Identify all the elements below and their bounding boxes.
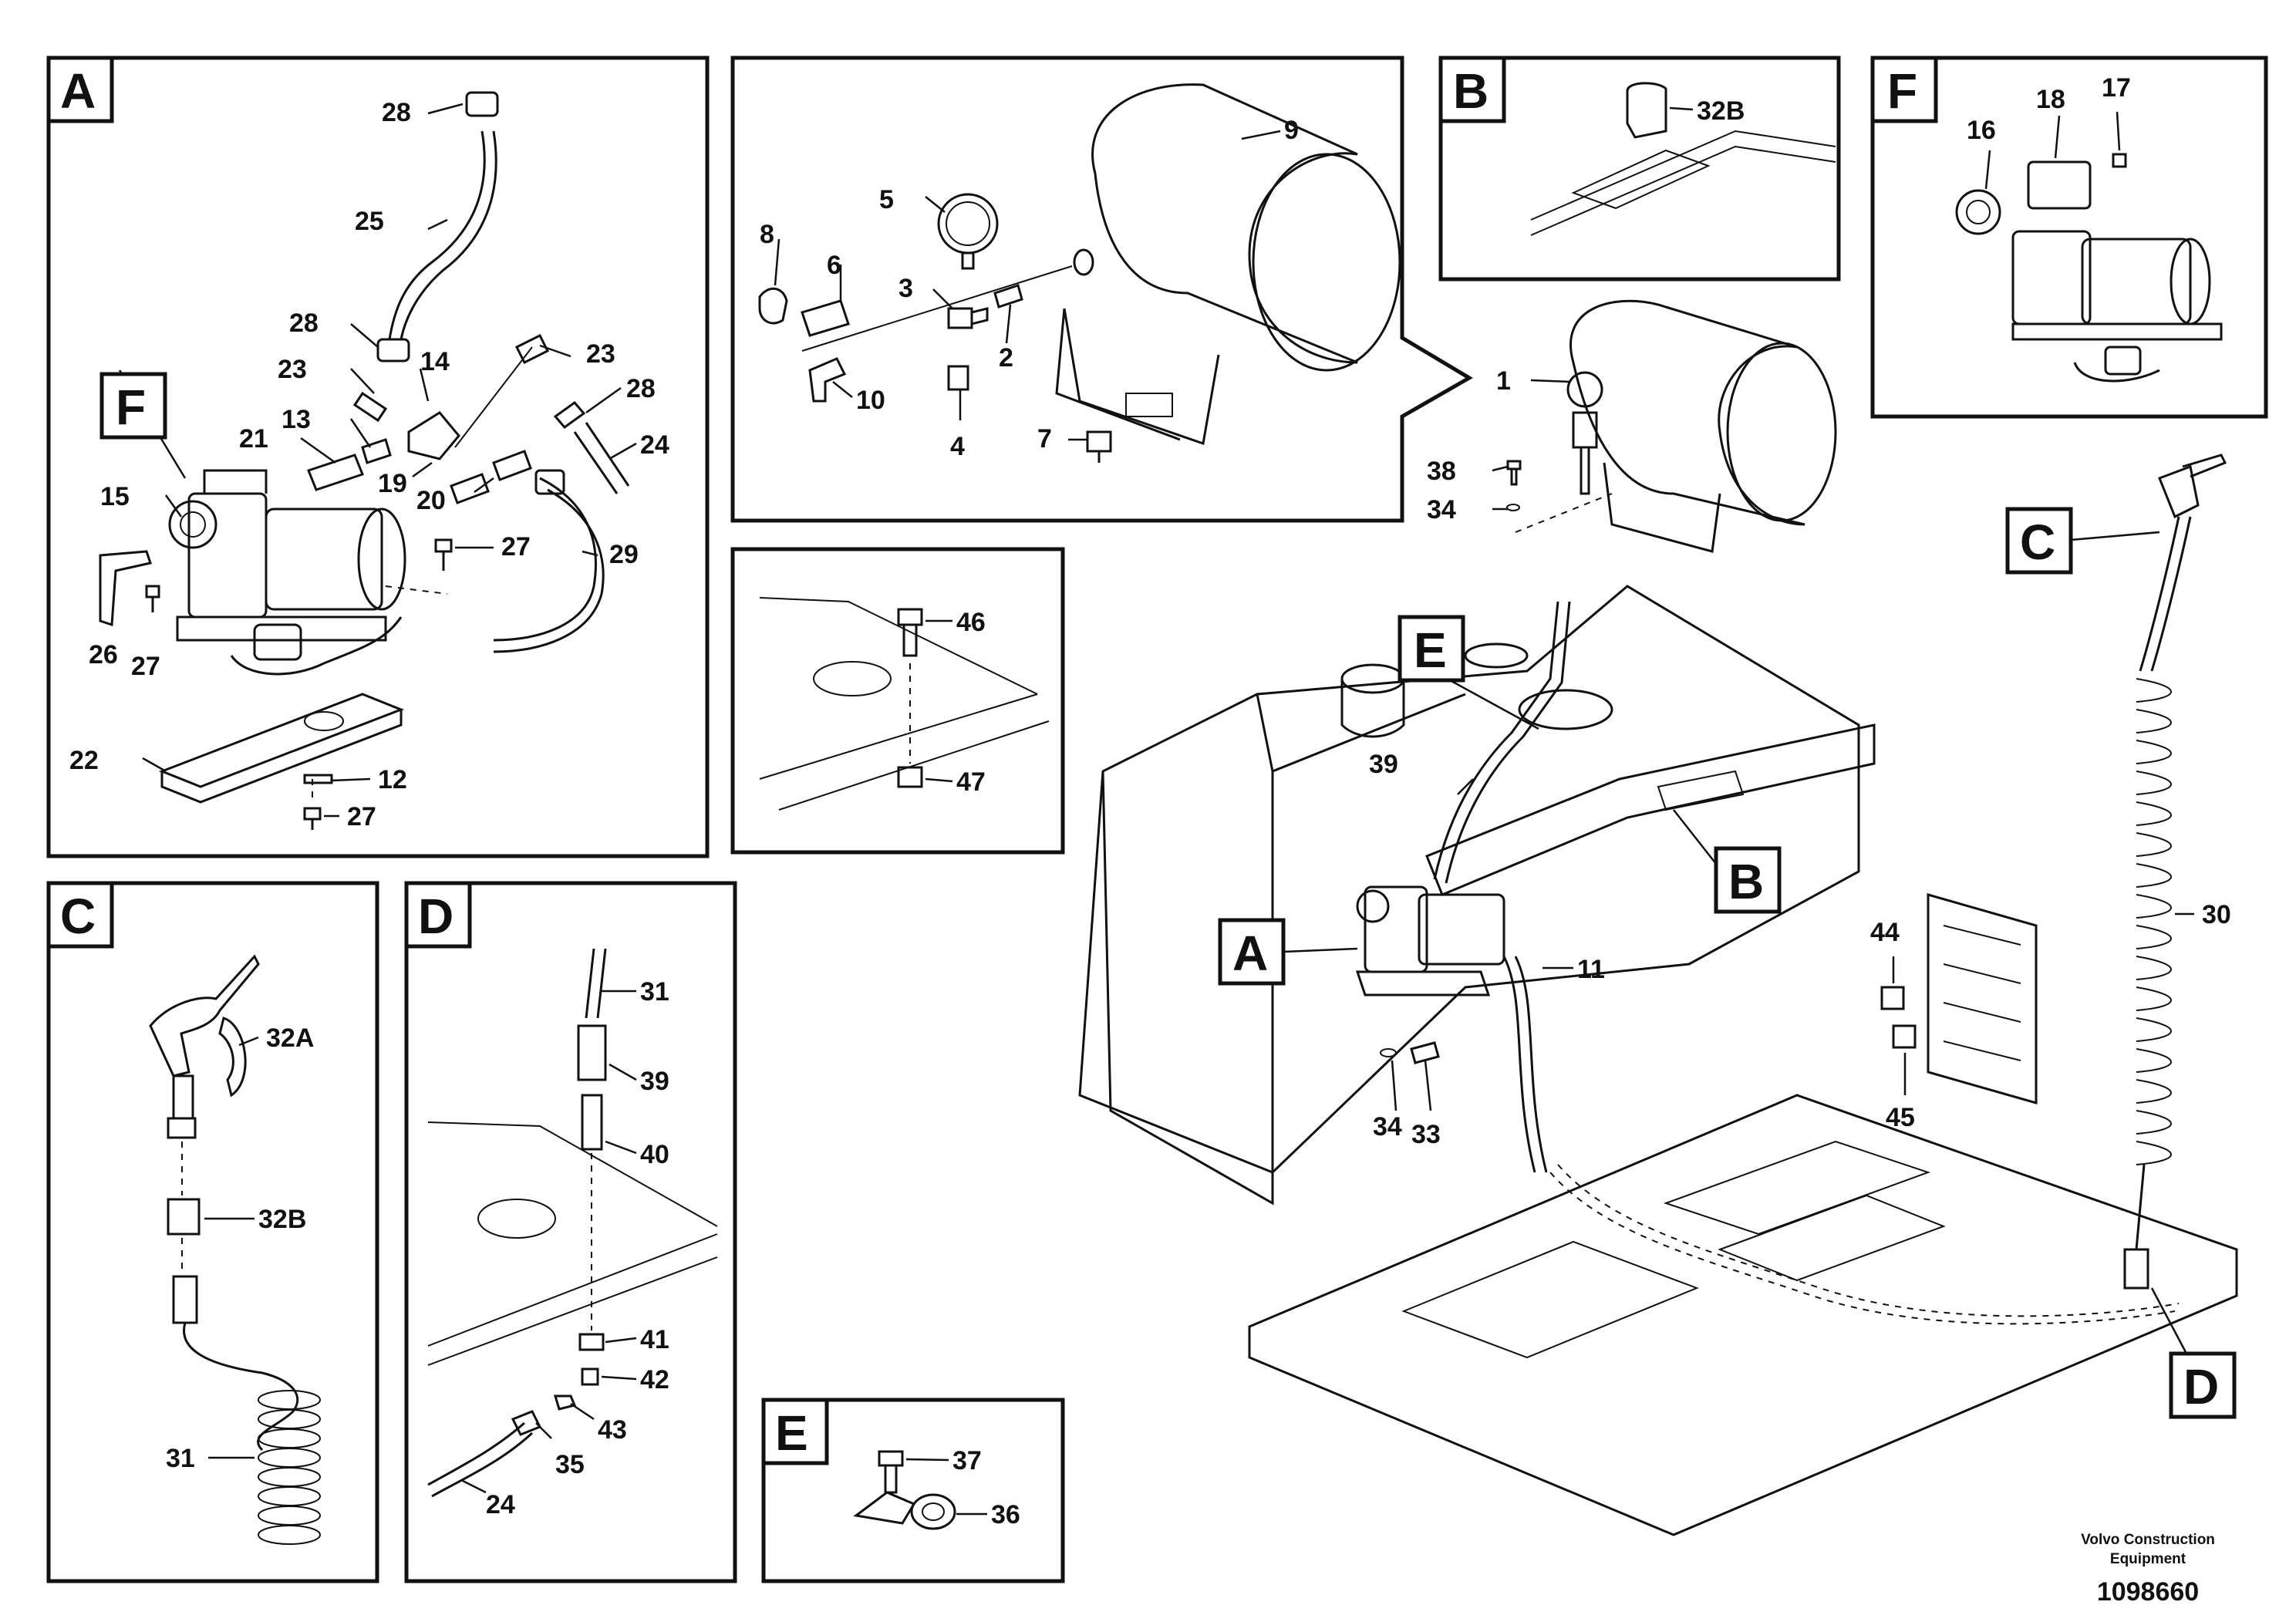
callout-8: 8 <box>760 220 774 249</box>
callout-32a: 32A <box>266 1023 314 1053</box>
callout-49: 47 <box>956 767 986 797</box>
callout-30: 30 <box>2202 900 2231 929</box>
callout-1: 1 <box>1496 366 1511 396</box>
company-name-line1: Volvo Construction <box>2081 1532 2215 1548</box>
panel-tank-detail: 9 5 8 6 3 2 4 10 7 <box>730 56 1473 523</box>
coil-hose-30 <box>2136 678 2172 1165</box>
callout-46: 44 <box>1870 918 1900 947</box>
callout-2: 2 <box>999 343 1013 373</box>
callout-39: 38 <box>1427 457 1456 486</box>
panel-a-tag: A <box>60 63 96 119</box>
callout-20: 20 <box>416 486 446 515</box>
callout-34: 33 <box>1411 1120 1441 1149</box>
callout-11: 11 <box>1577 955 1605 984</box>
callout-12: 12 <box>378 765 407 794</box>
panel-b: B 32B <box>1438 56 1841 282</box>
panel-a: A <box>46 56 710 858</box>
callout-38: 37 <box>952 1446 982 1475</box>
callout-18: 18 <box>2036 85 2065 114</box>
footer: Volvo Construction Equipment 1098660 <box>2081 1532 2215 1607</box>
panel-b-tag: B <box>1453 63 1489 119</box>
callout-17: 17 <box>2102 73 2131 103</box>
panel-f-tag: F <box>1887 63 1917 119</box>
callout-10: 10 <box>856 386 885 415</box>
callout-21: 21 <box>239 424 268 454</box>
callout-6: 6 <box>827 251 841 280</box>
callout-25: 25 <box>355 207 384 236</box>
callout-4: 4 <box>950 432 965 461</box>
callout-41: 39 <box>640 1067 669 1096</box>
callout-24: 24 <box>640 430 669 460</box>
callout-14: 14 <box>420 347 450 376</box>
callout-40: 39 <box>1369 750 1398 779</box>
callout-23: 23 <box>278 355 307 384</box>
callout-26: 26 <box>89 640 118 669</box>
callout-45: 43 <box>598 1415 627 1445</box>
callout-33: 32B <box>1697 96 1745 126</box>
panel-e-tag: E <box>775 1405 808 1461</box>
callout-42: 40 <box>640 1140 669 1169</box>
callout-44: 42 <box>640 1365 669 1394</box>
callout-35: 34 <box>1373 1112 1402 1141</box>
callout-13: 13 <box>282 405 311 434</box>
callout-37: 36 <box>991 1500 1020 1529</box>
callout-9: 9 <box>1284 116 1299 145</box>
main-assembly: 1 38 34 34 33 <box>1078 299 2238 1536</box>
panel-f: F 16 18 17 <box>1870 56 2268 419</box>
callout-19: 19 <box>378 469 407 498</box>
callout-27: 27 <box>501 532 531 561</box>
callout-31: 31 <box>166 1444 195 1473</box>
coil-hose-31 <box>258 1390 321 1545</box>
callout-29: 29 <box>609 540 639 569</box>
company-name-line2: Equipment <box>2110 1551 2186 1567</box>
callout-22: 22 <box>69 746 99 775</box>
panel-c: C 32A 32B 31 <box>46 881 379 1583</box>
callout-23: 23 <box>586 339 615 369</box>
panel-a-ref-f-tag: F <box>116 379 146 435</box>
panel-c-tag: C <box>60 889 96 944</box>
callout-47: 45 <box>1886 1103 1915 1132</box>
drawing-number: 1098660 <box>2097 1577 2199 1607</box>
callout-32b: 32B <box>258 1205 306 1234</box>
callout-43: 41 <box>640 1325 669 1354</box>
callout-36: 35 <box>555 1450 585 1479</box>
main-tag-b: B <box>1728 854 1764 909</box>
panel-bolt-48-49: 46 47 <box>730 547 1065 855</box>
main-tag-a: A <box>1232 926 1268 981</box>
callout-31: 31 <box>640 977 669 1007</box>
callout-27: 27 <box>131 652 160 681</box>
callout-28: 28 <box>382 98 411 127</box>
callout-28: 28 <box>289 309 319 338</box>
main-tag-c: C <box>2020 514 2055 570</box>
panel-d: D 31 39 40 41 42 43 35 24 <box>404 881 737 1583</box>
callout-5: 5 <box>879 185 894 214</box>
panel-e: E 37 36 <box>761 1398 1065 1583</box>
main-tag-e: E <box>1414 622 1447 678</box>
callout-15: 15 <box>100 482 130 511</box>
panel-d-tag: D <box>418 889 453 944</box>
callout-24: 24 <box>486 1490 515 1519</box>
callout-16: 16 <box>1967 116 1996 145</box>
main-tag-d: D <box>2183 1359 2219 1415</box>
callout-28: 28 <box>626 374 656 403</box>
callout-27: 27 <box>347 802 376 831</box>
callout-48: 46 <box>956 608 986 637</box>
callout-3: 3 <box>899 274 913 303</box>
callout-35: 34 <box>1427 495 1456 524</box>
callout-7: 7 <box>1037 424 1052 454</box>
